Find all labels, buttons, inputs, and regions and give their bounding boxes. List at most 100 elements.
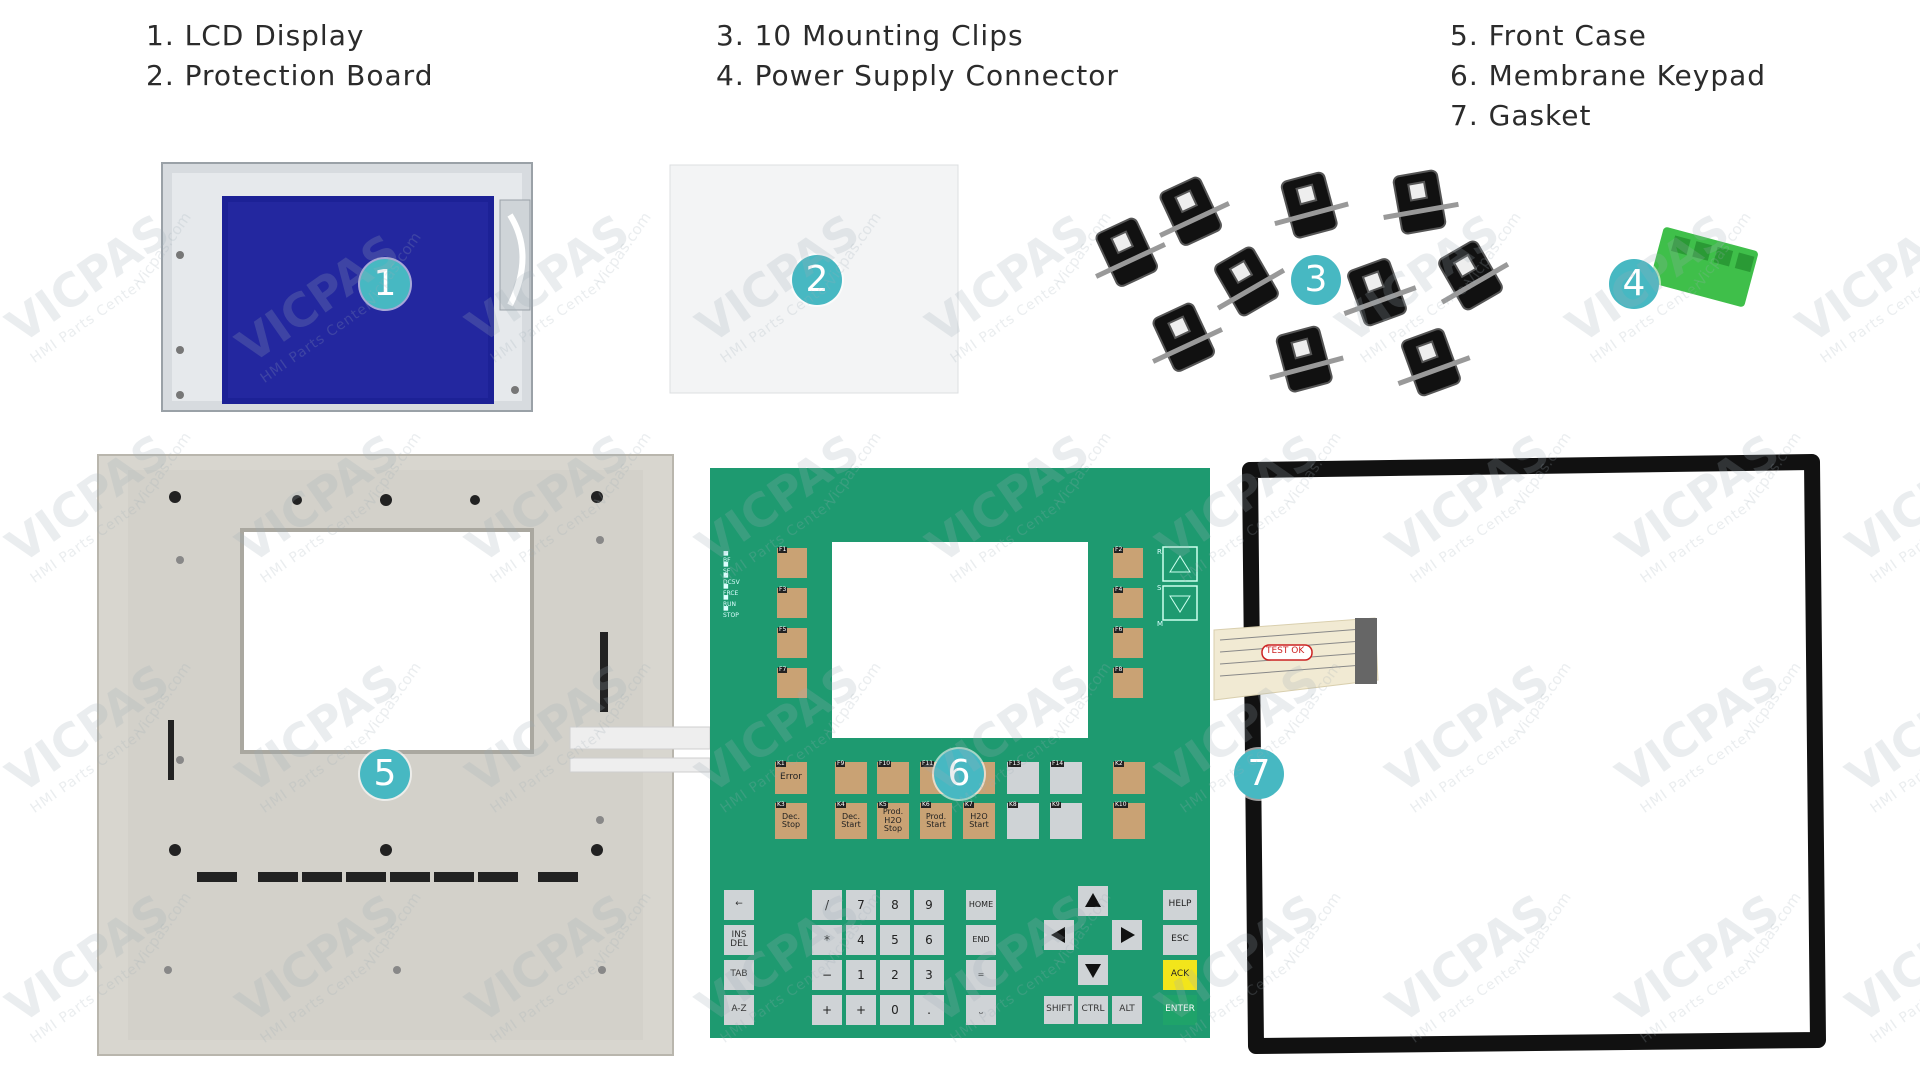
key-k10: K10 (1113, 801, 1145, 839)
key-esc: ESC (1163, 925, 1197, 955)
key-alt: ALT (1112, 996, 1142, 1024)
key-nav-2: = (966, 960, 996, 990)
key-left-1-label: INS DEL (730, 929, 748, 949)
key-num-3-1-label: + (855, 1002, 867, 1017)
key-k6-label: Prod. Start (925, 811, 947, 829)
key-num-2-1: 1 (846, 960, 876, 990)
key-num-1-3: 6 (914, 925, 944, 955)
key-f9: F9 (835, 760, 867, 794)
key-num-0-3-label: 9 (925, 897, 933, 912)
key-enter-label: ENTER (1165, 1004, 1195, 1015)
key-num-1-3-label: 6 (925, 932, 933, 947)
fkey-f5: F5 (777, 626, 807, 658)
status-led-dc5v: ■ DC5V (723, 572, 740, 586)
legend-item-protection-board: 2. Protection Board (146, 59, 434, 92)
badge-gasket: 7 (1234, 749, 1284, 799)
key-num-2-1-label: 1 (857, 967, 865, 982)
key-num-3-1: + (846, 995, 876, 1025)
key-k5-label: Prod. H2O Stop (882, 807, 904, 834)
key-shift: SHIFT (1044, 996, 1074, 1024)
fkey-f6: F6 (1113, 626, 1143, 658)
key-left-0: ← (724, 890, 754, 920)
key-f13-tag: F13 (1008, 760, 1022, 768)
key-num-3-3: . (914, 995, 944, 1025)
key-left-2-label: TAB (730, 969, 748, 980)
legend-col3: 5. Front Case 6. Membrane Keypad 7. Gask… (1450, 16, 1766, 136)
key-k3-label: Dec. Stop (781, 811, 801, 829)
key-nav-0-label: HOME (968, 899, 994, 909)
key-num-1-1-label: 4 (857, 932, 865, 947)
key-esc-label: ESC (1171, 934, 1189, 945)
key-num-3-0: + (812, 995, 842, 1025)
status-led-bf: ■ BF (723, 550, 731, 564)
legend-item-gasket: 7. Gasket (1450, 99, 1592, 132)
legend-item-front-case: 5. Front Case (1450, 19, 1647, 52)
key-num-2-0-label: − (821, 967, 833, 982)
status-led-frce: ■ FRCE (723, 583, 739, 597)
key-k7-label: H2O Start (969, 811, 989, 829)
status-led-stop: ■ STOP (723, 605, 739, 619)
key-num-2-3: 3 (914, 960, 944, 990)
gasket-part (1213, 454, 1826, 1054)
key-f13: F13 (1007, 760, 1039, 794)
key-enter: ENTER (1163, 995, 1197, 1025)
key-k6: Prod. Start K6 (920, 801, 952, 839)
key-num-0-2-label: 8 (891, 897, 899, 912)
side-letter-m: M (1157, 620, 1164, 628)
key-k4-label: Dec. Start (841, 811, 861, 829)
key-f9-tag: F9 (836, 760, 846, 768)
key-shift-label: SHIFT (1046, 1004, 1072, 1015)
badge-protection-board: 2 (792, 255, 842, 305)
badge-front-case: 5 (360, 749, 410, 799)
key-num-3-3-label: . (927, 1002, 931, 1017)
key-k1-tag: K1 (776, 760, 786, 768)
fkey-f4-tag: F4 (1114, 586, 1124, 594)
key-nav-1: END (966, 925, 996, 955)
key-num-1-2: 5 (880, 925, 910, 955)
key-nav-2-label: = (977, 969, 985, 979)
key-nav-1-label: END (972, 934, 990, 944)
legend-col1: 1. LCD Display 2. Protection Board (146, 16, 433, 96)
key-k6-tag: K6 (921, 801, 931, 809)
key-num-1-1: 4 (846, 925, 876, 955)
key-num-0-0: / (812, 890, 842, 920)
key-left-3-label: A-Z (731, 1004, 747, 1015)
key-num-2-2: 2 (880, 960, 910, 990)
key-num-0-1: 7 (846, 890, 876, 920)
key-num-3-2-label: 0 (891, 1002, 899, 1017)
fkey-f3: F3 (777, 586, 807, 618)
key-help-label: HELP (1168, 899, 1192, 910)
key-k2: K2 (1113, 760, 1145, 794)
badge-membrane-keypad: 6 (934, 749, 984, 799)
key-nav-0: HOME (966, 890, 996, 920)
key-k9-tag: K9 (1051, 801, 1061, 809)
front-case-part (97, 454, 711, 1056)
key-num-3-0-label: + (821, 1002, 833, 1017)
key-num-2-2-label: 2 (891, 967, 899, 982)
fkey-f3-tag: F3 (778, 586, 788, 594)
key-f10-tag: F10 (878, 760, 892, 768)
key-num-3-2: 0 (880, 995, 910, 1025)
fkey-f7: F7 (777, 666, 807, 698)
fkey-f4: F4 (1113, 586, 1143, 618)
mounting-clips-part (1095, 169, 1510, 397)
key-k9: K9 (1050, 801, 1082, 839)
legend-item-mounting-clips: 3. 10 Mounting Clips (716, 19, 1024, 52)
key-k10-tag: K10 (1114, 801, 1128, 809)
power-connector-part (1650, 227, 1758, 307)
key-nav-3-label: ⎵ (979, 1004, 983, 1014)
legend-col2: 3. 10 Mounting Clips 4. Power Supply Con… (716, 16, 1119, 96)
key-num-1-0: * (812, 925, 842, 955)
key-left-2: TAB (724, 960, 754, 990)
key-num-0-0-label: / (824, 897, 830, 912)
legend-item-membrane-keypad: 6. Membrane Keypad (1450, 59, 1767, 92)
badge-mounting-clips: 3 (1291, 255, 1341, 305)
fkey-f5-tag: F5 (778, 626, 788, 634)
arrow-left-icon (1051, 927, 1065, 943)
